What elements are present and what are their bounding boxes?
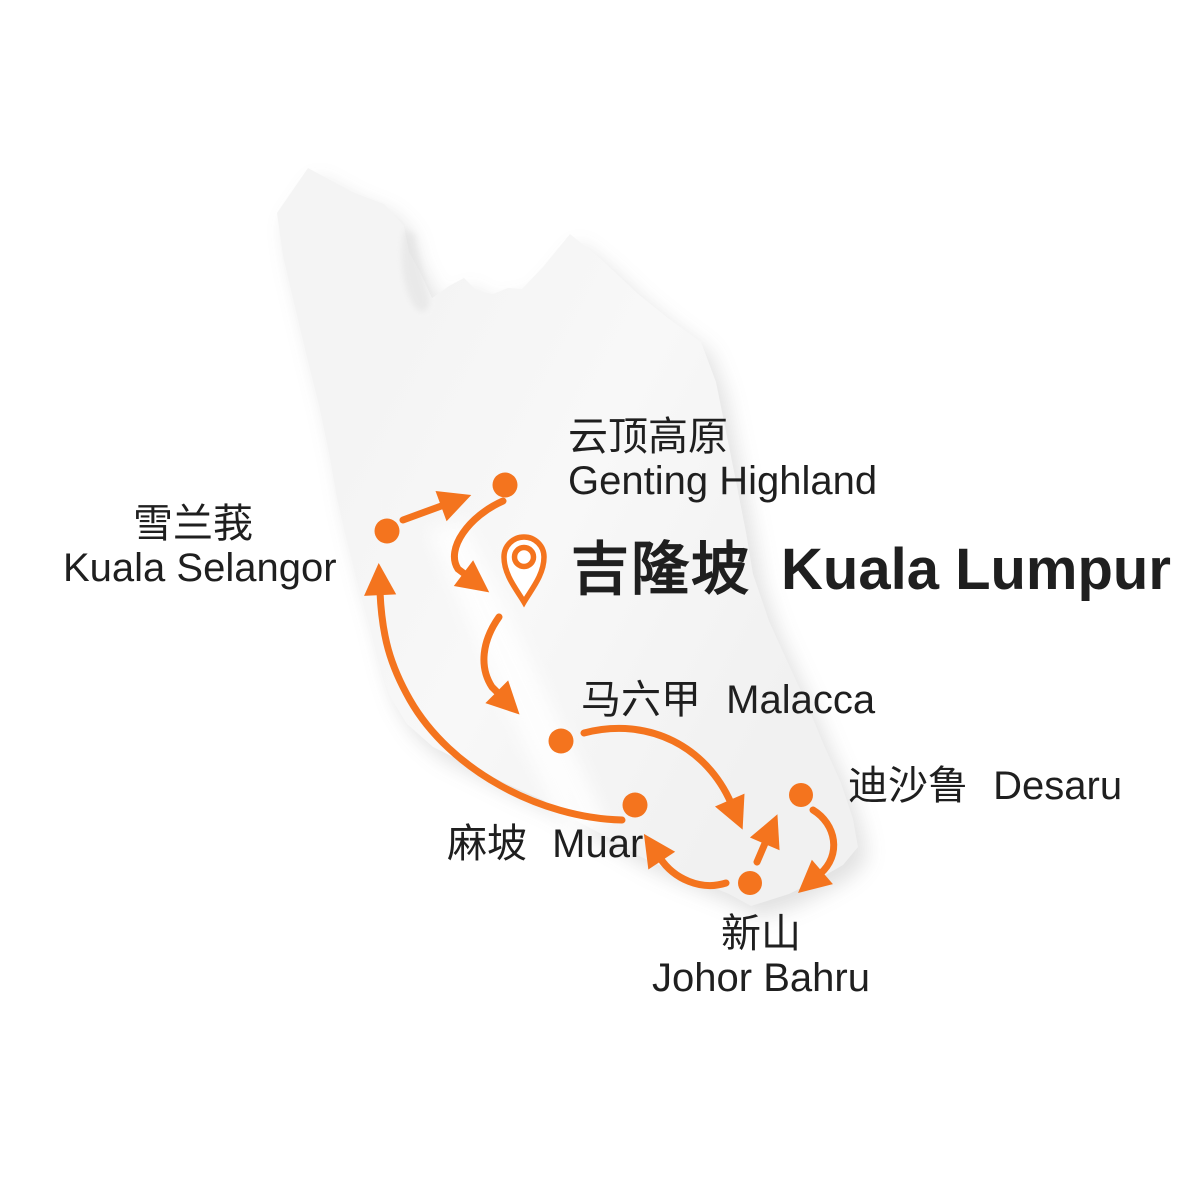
arrow-johor-bahru-to-muar [643, 833, 730, 889]
label-genting-highland-zh: 云顶高原 [568, 415, 728, 459]
label-johor-bahru: 新山 Johor Bahru [641, 912, 881, 1000]
label-kuala-lumpur: 吉隆坡 Kuala Lumpur [571, 538, 1171, 602]
desaru-dot [789, 783, 813, 807]
label-genting-highland-en: Genting Highland [568, 459, 878, 503]
johor-bahru-dot [738, 871, 762, 895]
label-kuala-lumpur-en: Kuala Lumpur [781, 537, 1171, 602]
arrow-muar-to-kuala-selangor [364, 562, 626, 824]
label-johor-bahru-en: Johor Bahru [652, 956, 870, 1000]
arrow-kuala-lumpur-to-malacca [480, 613, 520, 715]
label-muar: 麻坡 Muar [447, 822, 643, 866]
label-desaru: 迪沙鲁 Desaru [848, 764, 1122, 808]
malacca-dot [548, 728, 574, 754]
city-markers [374, 472, 813, 895]
arrow-malacca-to-johor-bahru [580, 725, 745, 830]
terrain-notch-shadow [401, 230, 430, 312]
arrow-kuala-selangor-to-genting [399, 490, 472, 524]
label-kuala-selangor-en: Kuala Selangor [63, 546, 337, 590]
label-muar-en: Muar [552, 822, 644, 866]
genting-highland-dot [492, 472, 518, 498]
kuala-lumpur-pin-icon [501, 534, 547, 608]
label-malacca-zh: 马六甲 [581, 678, 701, 722]
label-malacca: 马六甲 Malacca [581, 678, 875, 722]
label-muar-zh: 麻坡 [447, 822, 527, 866]
route-arrows [364, 490, 838, 894]
label-johor-bahru-zh: 新山 [721, 912, 801, 956]
label-kuala-selangor: 雪兰莪 Kuala Selangor [63, 502, 337, 590]
label-malacca-en: Malacca [726, 678, 876, 722]
label-genting-highland: 云顶高原 Genting Highland [568, 415, 877, 503]
label-desaru-en: Desaru [993, 764, 1123, 808]
label-desaru-zh: 迪沙鲁 [848, 764, 968, 808]
muar-dot [622, 792, 648, 818]
arrow-johor-bahru-to-desaru [749, 814, 780, 866]
label-kuala-selangor-zh: 雪兰莪 [133, 502, 253, 546]
arrow-genting-to-kuala-lumpur [450, 497, 507, 593]
arrow-desaru-to-johor-bahru [798, 806, 838, 894]
label-kuala-lumpur-zh: 吉隆坡 [571, 537, 752, 602]
kuala-selangor-dot [374, 518, 400, 544]
